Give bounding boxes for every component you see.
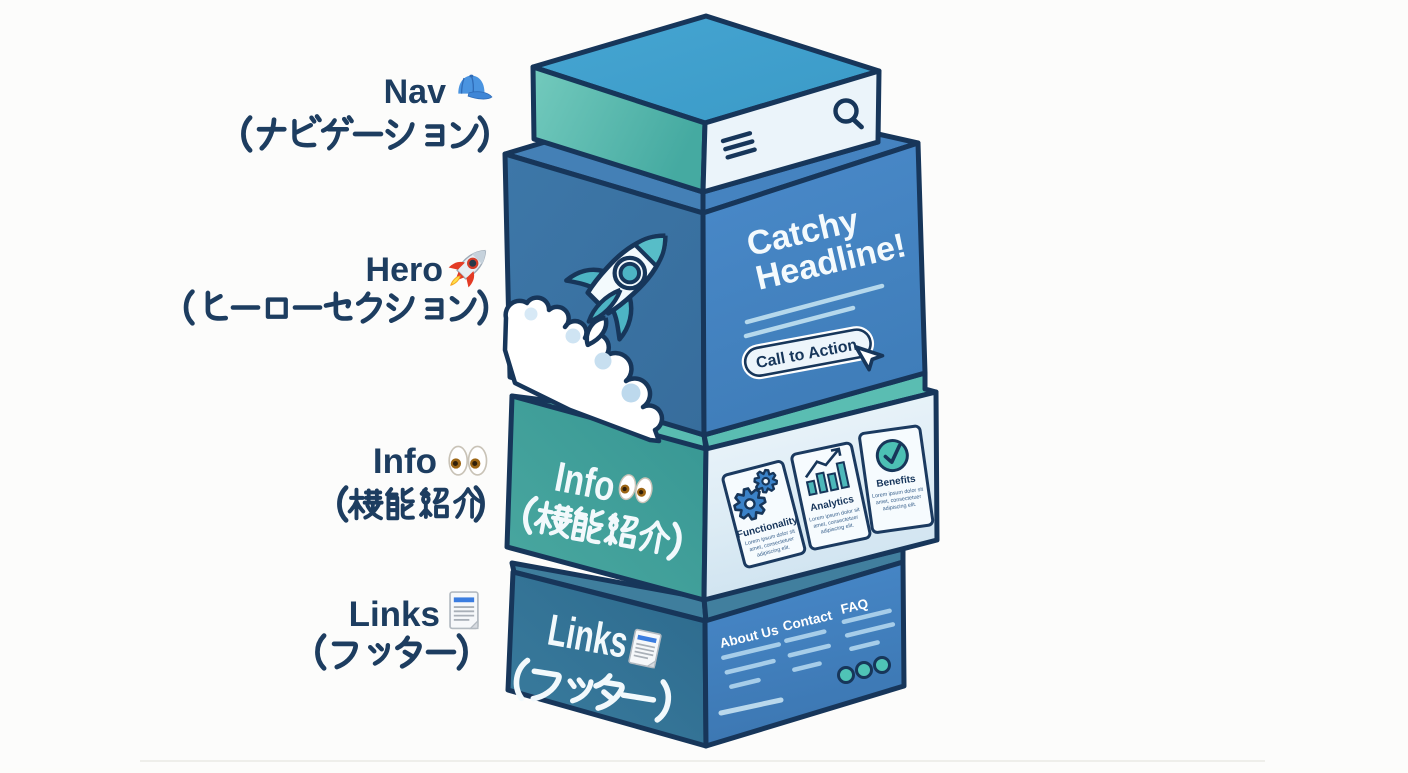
svg-text:Nav: Nav <box>384 73 446 111</box>
svg-text:Info: Info <box>373 442 437 481</box>
svg-text:Hero: Hero <box>366 251 443 289</box>
svg-text:Links: Links <box>349 595 440 634</box>
svg-text:Info: Info <box>551 453 619 511</box>
svg-text:adipiscing elit.: adipiscing elit. <box>882 502 916 513</box>
svg-text:FAQ: FAQ <box>839 596 870 617</box>
svg-text:Benefits: Benefits <box>876 474 917 490</box>
